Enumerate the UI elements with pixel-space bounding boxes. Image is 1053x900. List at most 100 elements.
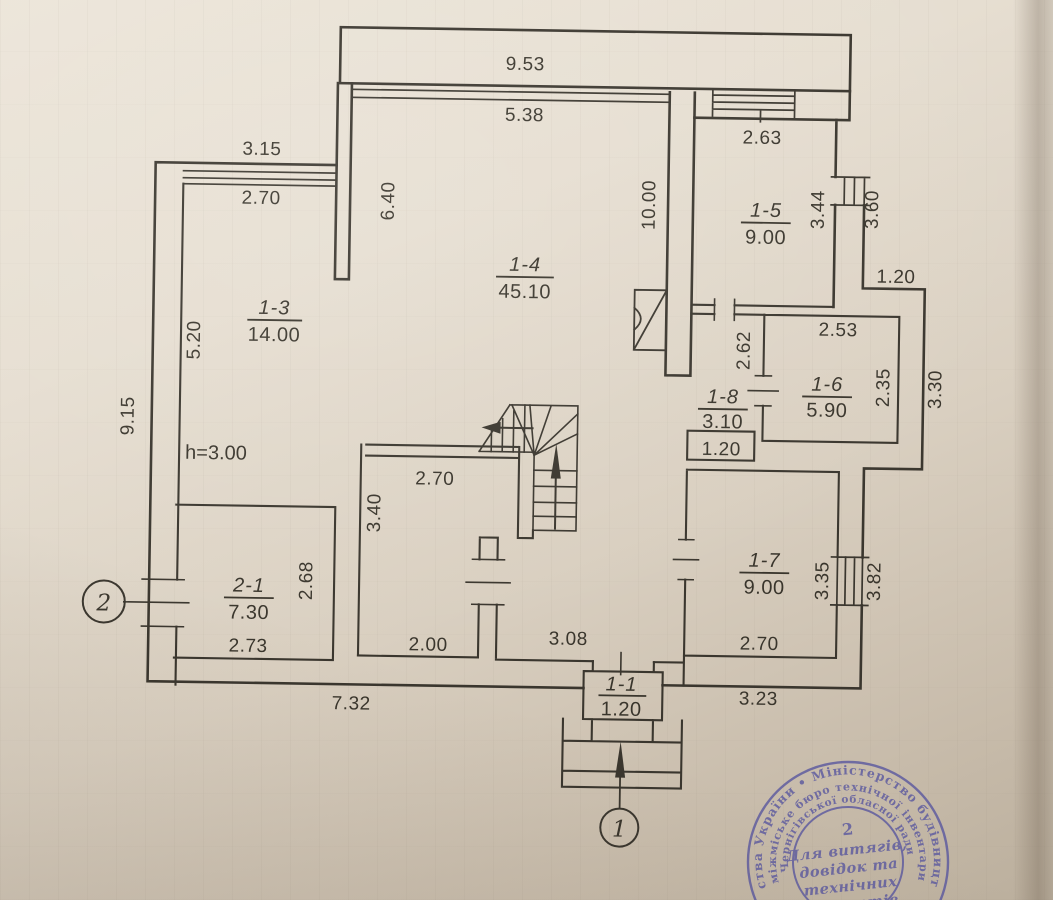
window-left-wing — [182, 169, 338, 187]
room-area: 1.20 — [601, 698, 642, 721]
dim-room17-bottom: 2.70 — [740, 633, 779, 655]
window-room17-right — [829, 556, 870, 607]
window-symbols — [182, 88, 871, 607]
stair-up-arrowhead-icon — [550, 443, 561, 479]
dim-room18-upper: 2.62 — [734, 331, 756, 370]
dim-left-outer: 9.15 — [117, 396, 139, 435]
inner-left-wall — [174, 182, 185, 686]
dim-leftwing-outer: 3.15 — [242, 139, 281, 161]
room-area: 9.00 — [745, 227, 786, 250]
window-hall-top — [350, 88, 671, 104]
dim-right-lower: 3.82 — [864, 562, 886, 601]
dim-room17-right: 3.35 — [812, 561, 834, 600]
entrance-markers: 2 1 — [81, 579, 640, 848]
entrance-1-label: 1 — [612, 816, 627, 842]
entrance-2-label: 2 — [95, 590, 111, 616]
room-number: 1-8 — [707, 386, 739, 408]
floor-plan-drawing: 2 1 9.53 5.38 3.15 2.70 6.40 10.00 2.63 … — [81, 25, 947, 848]
room-area: 45.10 — [498, 281, 551, 304]
room-label-2-1: 2-1 7.30 — [223, 575, 274, 624]
dim-room12-bottom: 2.00 — [408, 634, 447, 656]
room-area: 9.00 — [743, 577, 784, 600]
room-label-1-1: 1-1 1.20 — [598, 673, 647, 721]
door-room15 — [713, 298, 736, 322]
room-label-1-4: 1-4 45.10 — [496, 254, 554, 304]
door-room16 — [747, 374, 779, 407]
room16-walls — [761, 313, 901, 444]
ceiling-height-note: h=3.00 — [185, 442, 247, 465]
room-label-1-8: 1-8 3.10 — [697, 386, 748, 434]
dim-room15-right: 3.44 — [808, 190, 830, 229]
right-outline — [661, 204, 927, 690]
dim-right-upper: 3.60 — [862, 190, 884, 229]
room18-niche — [686, 429, 756, 462]
dim-room12-left: 3.40 — [364, 493, 386, 532]
left-wing-outline — [146, 160, 585, 690]
dim-leftwing-window: 2.70 — [241, 188, 280, 210]
dim-hall-window: 5.38 — [505, 105, 544, 127]
dim-room12-top: 2.70 — [415, 468, 454, 490]
entrance-2-circle — [81, 579, 126, 624]
staircase — [478, 403, 579, 532]
dim-right-mid: 3.30 — [925, 370, 947, 409]
door-marks — [122, 298, 779, 676]
door-entrance2 — [122, 578, 190, 628]
window-room15-top — [711, 88, 796, 123]
room-area: 14.00 — [248, 324, 301, 347]
window-room15-right — [830, 176, 871, 207]
room-number: 1-5 — [750, 200, 782, 222]
room12-walls — [356, 443, 535, 659]
dim-right-step: 1.20 — [876, 267, 915, 289]
stamp-number: 2 — [841, 819, 854, 839]
hall-bottom-walls — [494, 654, 686, 687]
flue-symbol — [632, 288, 668, 352]
room15-top-right-wall — [693, 89, 852, 309]
room-label-1-6: 1-6 5.90 — [802, 374, 852, 423]
stair-outline — [478, 403, 579, 532]
dim-hall-bottom: 3.08 — [549, 628, 588, 650]
room17-walls — [682, 468, 840, 660]
stair-winder-treads — [490, 404, 526, 453]
room-label-1-3: 1-3 14.00 — [247, 297, 303, 347]
bti-stamp: ства України • Міністерство будівництва,… — [740, 753, 950, 900]
room-number: 1-4 — [509, 254, 541, 276]
dim-bottom-left: 7.32 — [332, 693, 371, 715]
room-label-1-5: 1-5 9.00 — [740, 200, 791, 250]
room-number: 1-1 — [605, 673, 637, 695]
room-area: 5.90 — [806, 400, 847, 423]
thick-wall-right-of-hall — [664, 90, 697, 377]
stamp-inner-circle — [792, 806, 904, 900]
room-number: 1-7 — [748, 550, 780, 572]
door-room12 — [465, 558, 511, 606]
dim-hall-left: 6.40 — [378, 181, 400, 220]
dim-room18-niche: 1.20 — [702, 439, 741, 461]
dim-top-band: 9.53 — [506, 54, 545, 76]
stamp-line-4: паспортів — [805, 891, 900, 900]
entrance-1-arrowhead-icon — [615, 741, 626, 778]
room-number: 2-1 — [232, 575, 265, 598]
top-band-wall — [338, 25, 853, 93]
stair-turn-arrowhead-icon — [481, 421, 501, 434]
room-label-1-7: 1-7 9.00 — [739, 550, 790, 600]
room15-bottom-wall — [690, 303, 835, 316]
dim-room21-bottom: 2.73 — [228, 635, 267, 657]
dim-room21-right: 2.68 — [296, 561, 318, 600]
door-room17 — [672, 538, 700, 581]
exterior-walls — [146, 25, 927, 690]
dim-bottom-right: 3.23 — [739, 688, 778, 710]
thick-wall-left-of-hall — [333, 81, 354, 281]
dimension-labels: 9.53 5.38 3.15 2.70 6.40 10.00 2.63 3.44… — [117, 54, 947, 715]
room-area: 7.30 — [228, 601, 269, 624]
dim-room13-left: 5.20 — [184, 320, 206, 359]
dim-room16-right: 2.35 — [873, 368, 895, 407]
stamp-outer-circle — [746, 760, 950, 900]
room-number: 1-3 — [258, 297, 290, 319]
dim-hall-right: 10.00 — [639, 180, 661, 230]
dim-room16-top: 2.53 — [818, 320, 857, 342]
room-labels: 1-3 14.00 1-4 45.10 1-5 9.00 1-6 — [223, 200, 852, 721]
room-area: 3.10 — [702, 411, 743, 434]
dim-room15-top: 2.63 — [742, 127, 781, 149]
stair-winders — [510, 403, 579, 457]
